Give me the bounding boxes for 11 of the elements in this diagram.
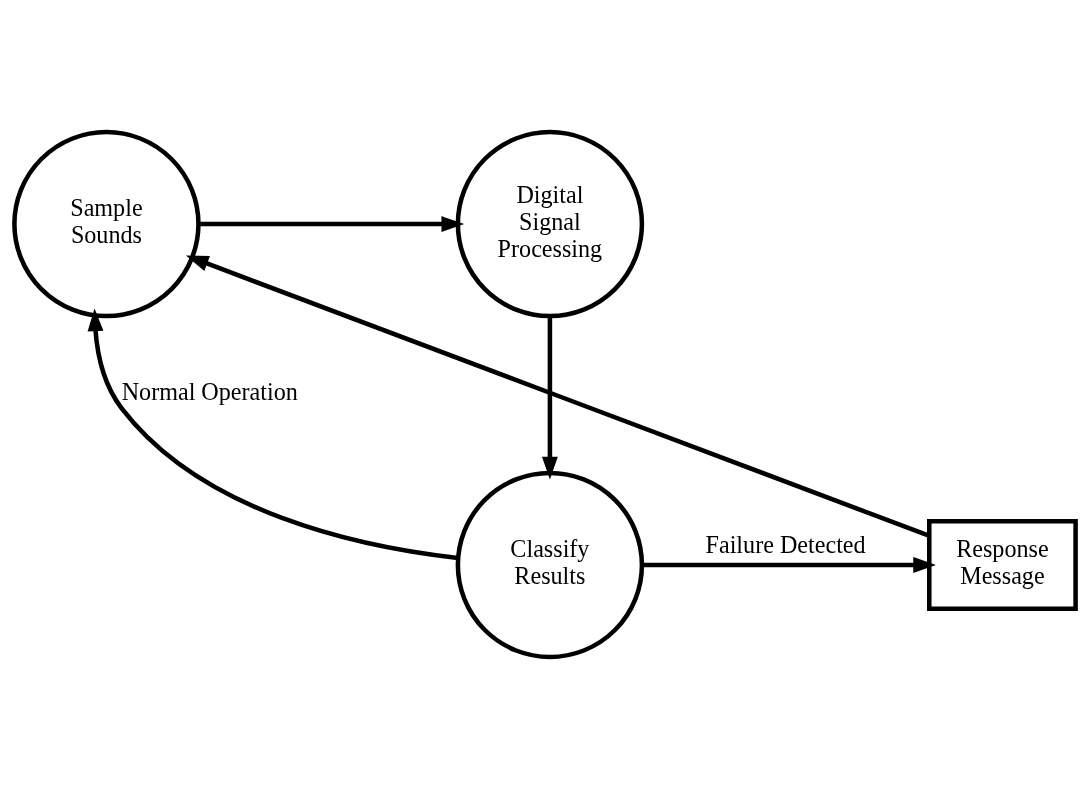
arrow bbox=[87, 308, 459, 561]
node-box: Response Message bbox=[927, 518, 1078, 611]
arrow bbox=[642, 557, 936, 573]
node-circle: Digital Signal Processing bbox=[455, 129, 645, 319]
arrow bbox=[198, 216, 465, 232]
node-circle: Sample Sounds bbox=[12, 129, 201, 319]
arrow bbox=[185, 255, 930, 538]
edge-label: Failure Detected bbox=[705, 530, 866, 558]
arrow bbox=[541, 316, 558, 480]
edge-label: Normal Operation bbox=[121, 378, 298, 406]
node-circle: Classify Results bbox=[455, 470, 645, 660]
